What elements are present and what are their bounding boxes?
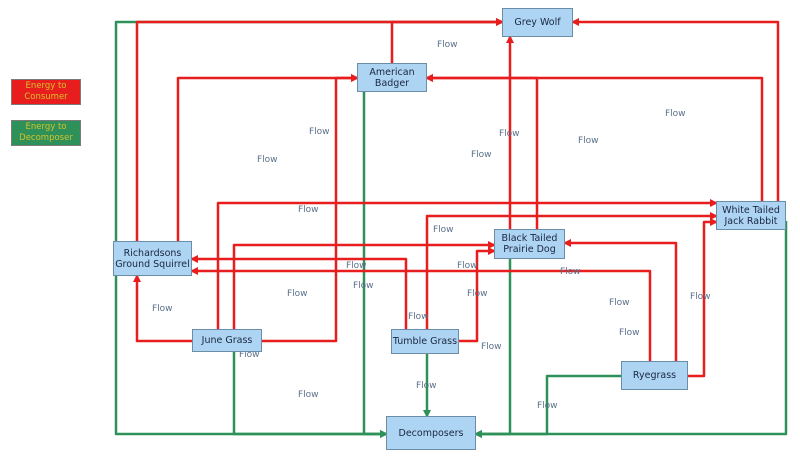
node-ryegrass: Ryegrass <box>621 361 688 390</box>
flow-label: Flow <box>578 136 599 146</box>
edge-badger-wolf <box>390 18 504 63</box>
flow-label: Flow <box>346 261 367 271</box>
edge-junegrass-badger <box>262 74 359 343</box>
flow-label: Flow <box>560 267 581 277</box>
node-grey-wolf: Grey Wolf <box>502 8 573 37</box>
edge-ryegrass-squirrel <box>190 267 652 361</box>
edge-junegrass-prairiedog <box>232 241 496 329</box>
flow-label: Flow <box>499 129 520 139</box>
edge-junegrass-squirrel <box>133 274 192 343</box>
flow-label: Flow <box>298 205 319 215</box>
edge-junegrass-decomposers <box>232 352 388 438</box>
flow-label: Flow <box>152 304 173 314</box>
edge-ryegrass-jackrabbit <box>688 218 718 378</box>
edge-tumblegrass-prairiedog <box>459 247 496 343</box>
flow-label: Flow <box>537 401 558 411</box>
edge-tumblegrass-jackrabbit <box>425 212 718 329</box>
flow-label: Flow <box>619 328 640 338</box>
edge-squirrel-badger <box>176 74 359 241</box>
edge-tumblegrass-squirrel <box>190 255 408 329</box>
flow-label: Flow <box>239 350 260 360</box>
flow-label: Flow <box>298 390 319 400</box>
flow-label: Flow <box>309 127 330 137</box>
edge-ryegrass-prairiedog <box>563 239 678 361</box>
edge-jackrabbit-badger <box>425 74 764 201</box>
flow-label: Flow <box>408 312 429 322</box>
node-decomposers: Decomposers <box>386 416 476 450</box>
edge-badger-decomposers <box>362 92 388 438</box>
flow-label: Flow <box>287 289 308 299</box>
flow-label: Flow <box>467 289 488 299</box>
flow-label: Flow <box>437 40 458 50</box>
flow-label: Flow <box>690 292 711 302</box>
flow-label: Flow <box>665 109 686 119</box>
legend-energy-to-consumer: Energy to Consumer <box>11 79 81 105</box>
node-richardsons-ground-squirrel: Richardsons Ground Squirrel <box>113 241 192 276</box>
node-black-tailed-prairie-dog: Black Tailed Prairie Dog <box>494 229 565 259</box>
flow-label: Flow <box>257 155 278 165</box>
flow-label: Flow <box>457 261 478 271</box>
flow-label: Flow <box>353 281 374 291</box>
node-tumble-grass: Tumble Grass <box>391 329 459 354</box>
flow-label: Flow <box>471 150 492 160</box>
edge-jackrabbit-wolf <box>571 18 780 201</box>
flow-label: Flow <box>609 298 630 308</box>
edge-jackrabbit-decomposers <box>474 221 788 438</box>
flow-label: Flow <box>481 342 502 352</box>
legend-energy-to-decomposer: Energy to Decomposer <box>11 120 81 146</box>
node-american-badger: American Badger <box>357 63 427 92</box>
node-white-tailed-jack-rabbit: White Tailed Jack Rabbit <box>716 201 786 230</box>
flow-label: Flow <box>433 225 454 235</box>
edge-junegrass-jackrabbit <box>216 199 718 329</box>
flow-label: Flow <box>416 381 437 391</box>
edge-squirrel-wolf <box>135 18 504 241</box>
node-june-grass: June Grass <box>192 329 262 352</box>
